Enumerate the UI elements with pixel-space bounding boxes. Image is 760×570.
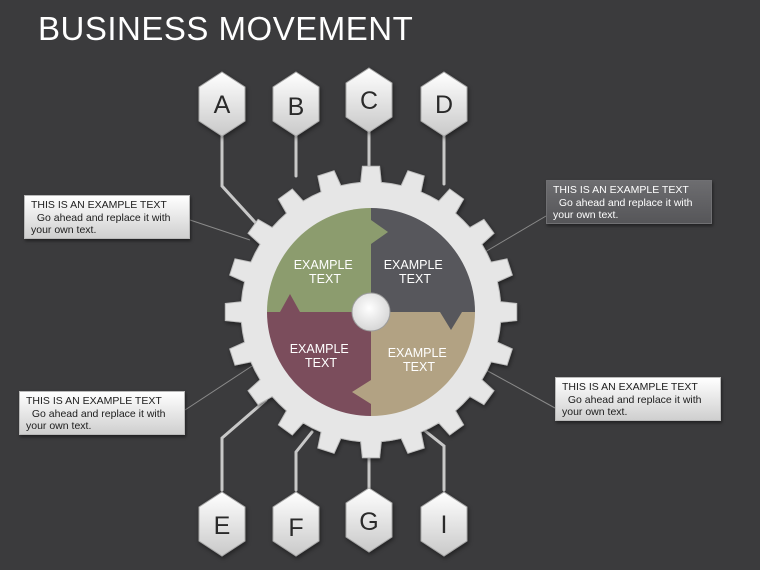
callout-top-left: THIS IS AN EXAMPLE TEXT Go ahead and rep… [24, 195, 190, 239]
segment-label-bottom-right: EXAMPLE TEXT [388, 346, 451, 374]
arrow-tab-top [371, 220, 388, 244]
segment-label-top-right: EXAMPLE TEXT [384, 258, 447, 286]
connector-f [294, 430, 314, 492]
tag-g: G [345, 487, 393, 553]
tag-letter-b: B [288, 93, 305, 121]
tag-c: C [345, 67, 393, 133]
tag-e: E [198, 491, 246, 557]
tag-letter-g: G [359, 508, 378, 536]
slide-title: BUSINESS MOVEMENT [38, 10, 414, 47]
pointer-bottom-left [184, 365, 253, 411]
tag-letter-c: C [360, 87, 378, 115]
callout-bottom-left: THIS IS AN EXAMPLE TEXT Go ahead and rep… [19, 391, 185, 435]
arrow-tab-left [280, 294, 300, 312]
callout-top-right: THIS IS AN EXAMPLE TEXT Go ahead and rep… [546, 180, 712, 224]
tag-i: I [420, 491, 468, 557]
tag-a: A [198, 71, 246, 137]
segment-top-right [371, 208, 475, 312]
segment-label-top-left: EXAMPLE TEXT [294, 258, 357, 286]
connector-e [220, 398, 268, 492]
callout-bottom-right: THIS IS AN EXAMPLE TEXT Go ahead and rep… [555, 377, 721, 421]
arrow-tab-right [440, 312, 462, 330]
tag-letter-d: D [435, 91, 453, 119]
pointer-top-left [189, 219, 251, 241]
tag-f: F [272, 491, 320, 557]
tag-d: D [420, 71, 468, 137]
gear-center-hole [351, 292, 391, 332]
tag-letter-e: E [214, 512, 231, 540]
connector-i [422, 428, 446, 492]
tag-b: B [272, 71, 320, 137]
arrow-tab-bottom [352, 380, 371, 404]
callout-pointer-lines [184, 215, 556, 411]
segment-bottom-right [371, 312, 475, 416]
segment-label-bottom-left: EXAMPLE TEXT [290, 342, 353, 370]
pointer-top-right [484, 215, 547, 253]
segment-bottom-left [267, 312, 371, 416]
tag-letter-f: F [288, 514, 303, 542]
segment-top-left [267, 208, 371, 312]
tag-letter-i: I [441, 511, 448, 539]
tag-letter-a: A [214, 91, 231, 119]
pointer-bottom-right [485, 369, 556, 409]
connector-a [220, 132, 266, 234]
